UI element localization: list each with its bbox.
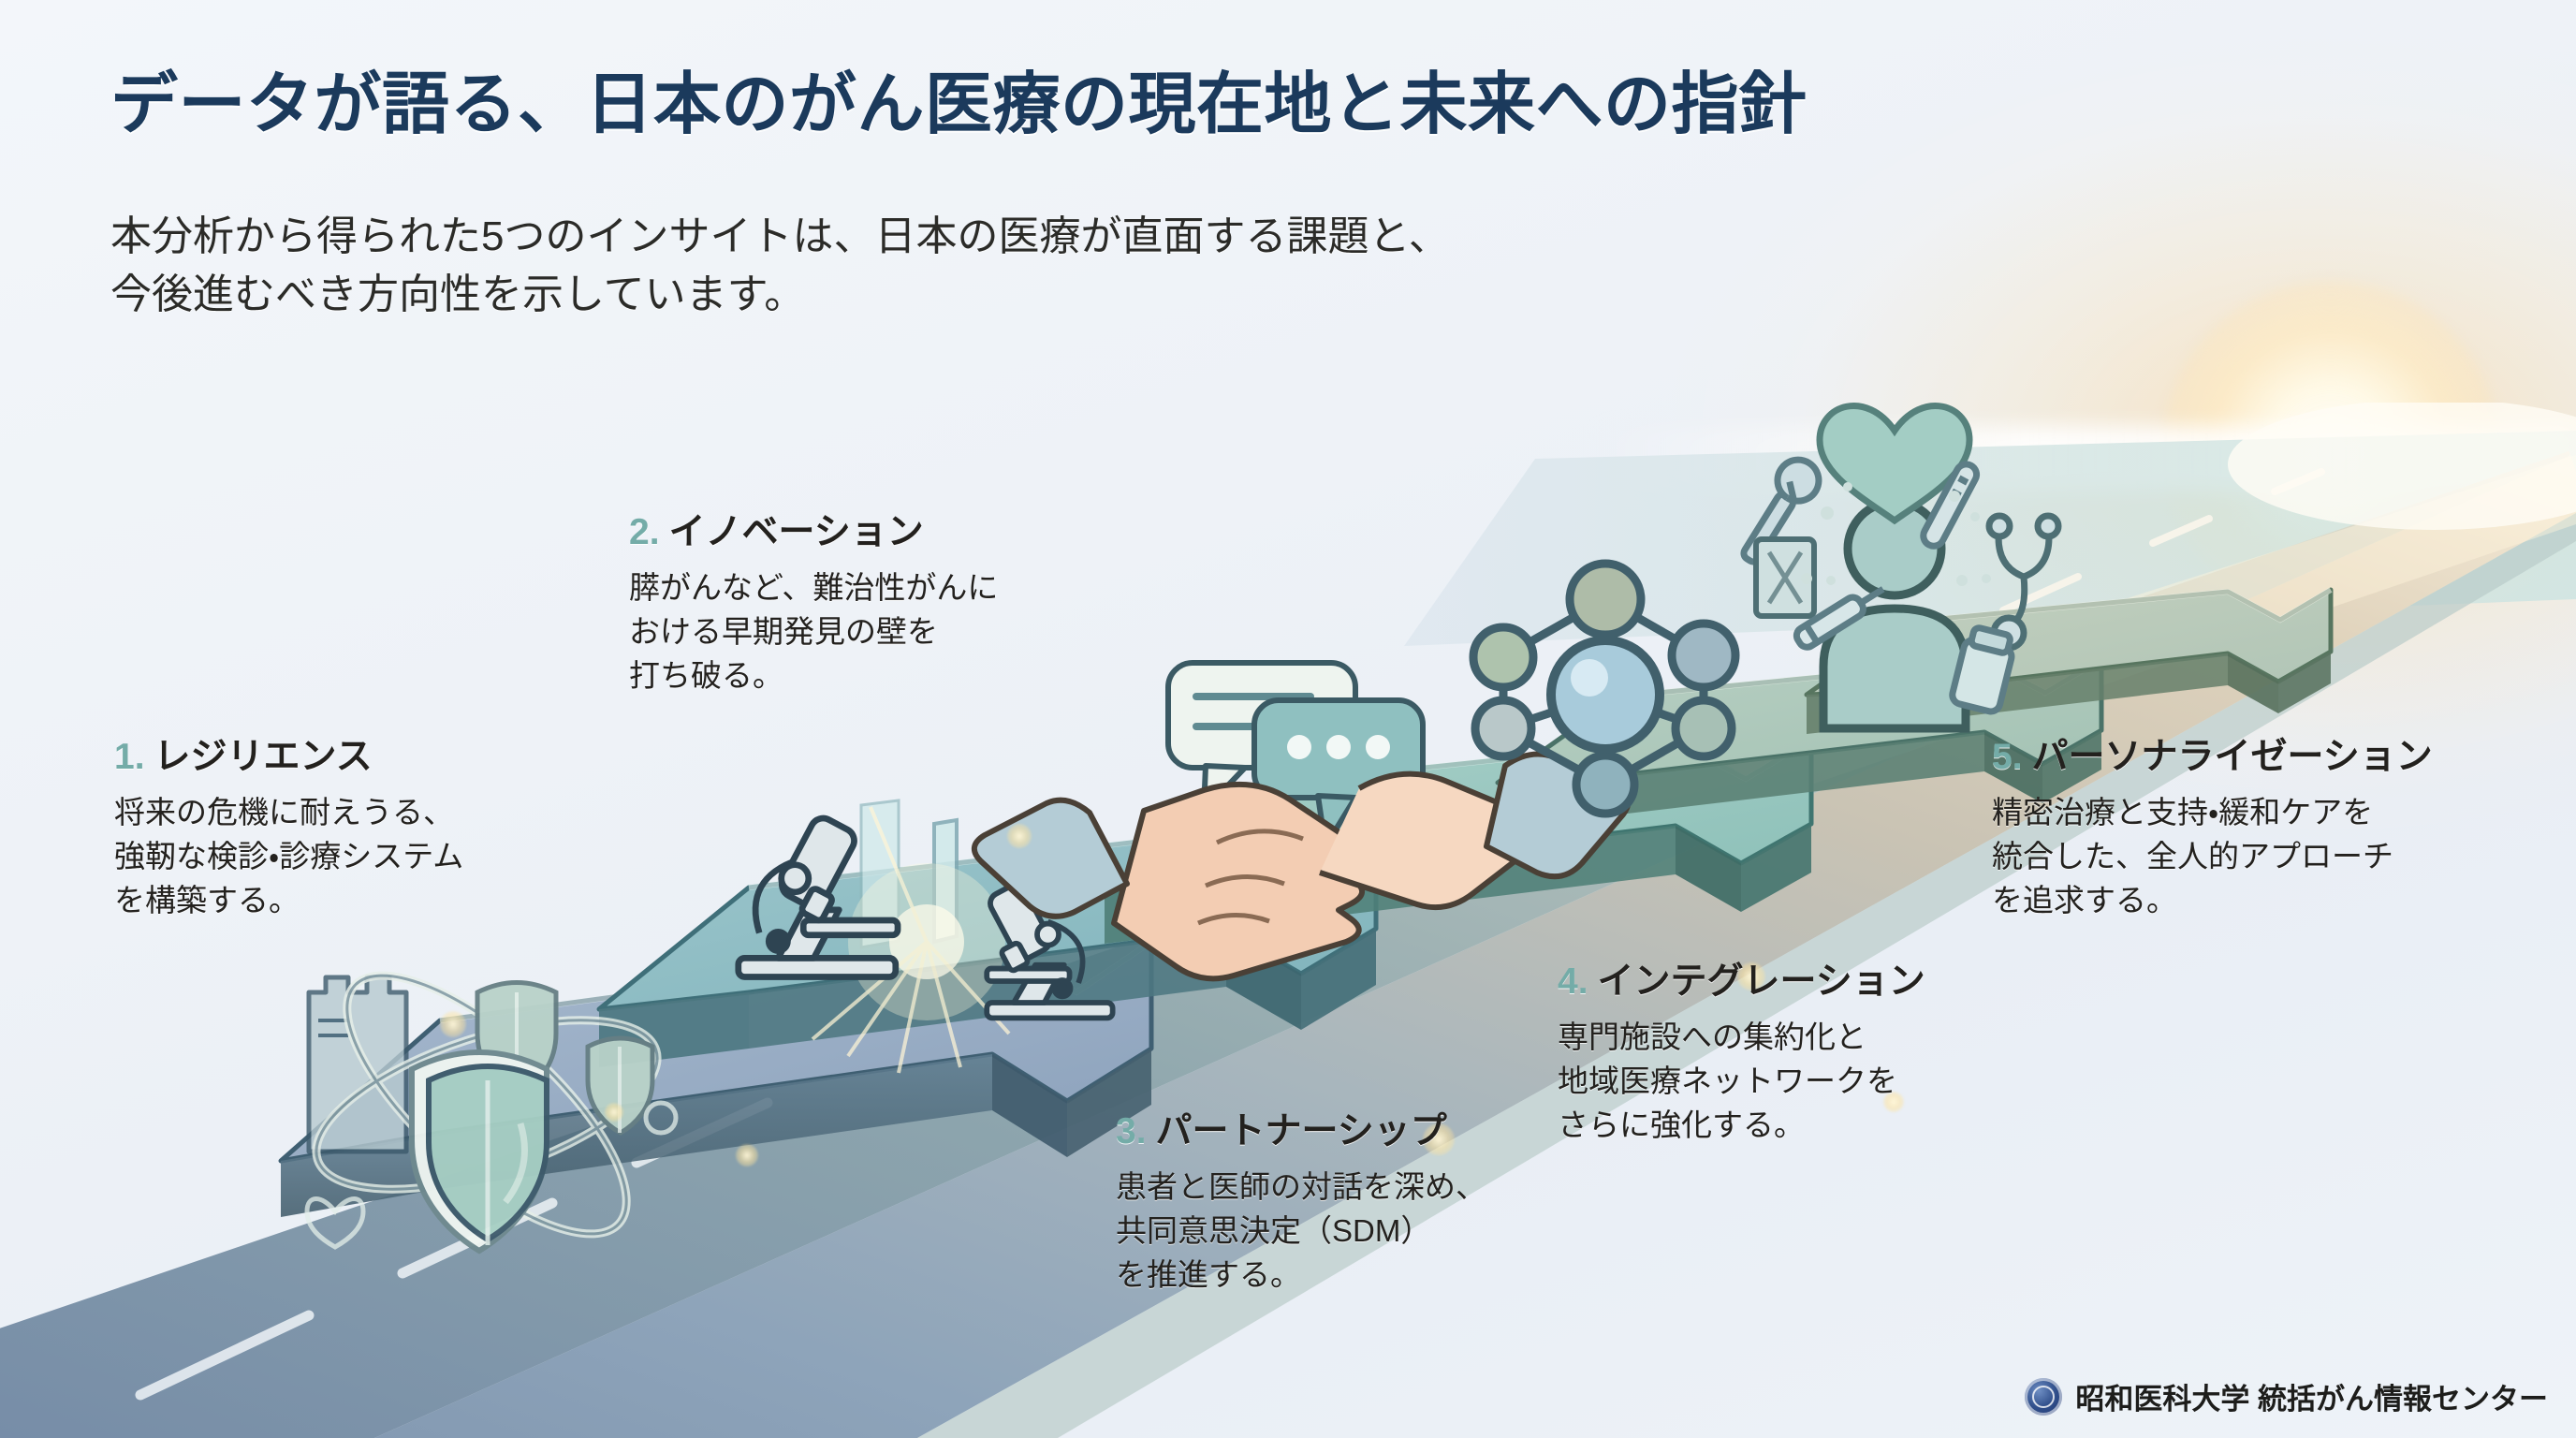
step-3-body-line-1: 患者と医師の対話を深め、 — [1116, 1168, 1486, 1204]
step-1-body-line-2: 強靭な検診・診療システム — [114, 838, 464, 873]
step-4-body: 専門施設への集約化と 地域医療ネットワークを さらに強化する。 — [1558, 1016, 1925, 1148]
patient-care-icon — [1740, 403, 2062, 733]
step-1-title: 1.レジリエンス — [114, 737, 463, 778]
step-2-body-line-3: 打ち破る。 — [629, 657, 783, 693]
step-4-number: 4. — [1558, 961, 1588, 1002]
step-3-title-text: パートナーシップ — [1155, 1111, 1447, 1152]
step-2-body-line-1: 膵がんなど、難治性がんに — [629, 569, 999, 605]
step-5-body-line-3: を追求する。 — [1992, 882, 2177, 917]
step-2-number: 2. — [629, 512, 660, 552]
page-subtitle: 本分析から得られた5つのインサイトは、日本の医療が直面する課題と、 今後進むべき… — [110, 208, 1889, 325]
step-1-body-line-1: 将来の危機に耐えうる、 — [114, 794, 454, 829]
spark — [605, 1103, 623, 1122]
step-3-number: 3. — [1116, 1111, 1147, 1152]
step-1-body-line-3: を構築する。 — [114, 882, 300, 917]
step-1-body: 将来の危機に耐えうる、 強靭な検診・診療システム を構築する。 — [114, 791, 463, 923]
spark — [440, 1011, 466, 1037]
step-2-title: 2.イノベーション — [629, 512, 998, 553]
step-2-caption: 2.イノベーション 膵がんなど、難治性がんに おける早期発見の壁を 打ち破る。 — [629, 512, 998, 698]
step-3-body: 患者と医師の対話を深め、 共同意思決定（SDM） を推進する。 — [1116, 1166, 1486, 1298]
step-5-title: 5.パーソナライゼーション — [1992, 737, 2433, 778]
step-1-number: 1. — [114, 737, 145, 777]
step-4-body-line-3: さらに強化する。 — [1558, 1107, 1805, 1142]
step-2-body-line-2: おける早期発見の壁を — [629, 613, 938, 649]
step-2-body: 膵がんなど、難治性がんに おける早期発見の壁を 打ち破る。 — [629, 566, 998, 698]
shield-atom-icon — [304, 971, 679, 1255]
step-1-caption: 1.レジリエンス 将来の危機に耐えうる、 強靭な検診・診療システム を構築する。 — [114, 737, 463, 923]
step-4-title: 4.インテグレーション — [1558, 961, 1925, 1003]
step-4-title-text: インテグレーション — [1597, 961, 1925, 1002]
step-3-title: 3.パートナーシップ — [1116, 1111, 1486, 1152]
step-5-number: 5. — [1992, 737, 2023, 777]
footer-credit: 昭和医科大学 統括がん情報センター — [2025, 1375, 2548, 1417]
network-icon — [1469, 559, 1740, 818]
step-5-body: 精密治療と支持・緩和ケアを 統合した、全人的アプローチ を追求する。 — [1992, 791, 2433, 923]
step-2-title-text: イノベーション — [668, 512, 924, 552]
step-5-body-line-1: 精密治療と支持・緩和ケアを — [1992, 794, 2374, 829]
step-3-caption: 3.パートナーシップ 患者と医師の対話を深め、 共同意思決定（SDM） を推進す… — [1116, 1111, 1486, 1298]
page-title: データが語る、日本のがん医療の現在地と未来への指針 — [110, 67, 1808, 142]
spark — [1737, 962, 1765, 990]
step-4-body-line-2: 地域医療ネットワークを — [1558, 1063, 1897, 1098]
spark — [1007, 824, 1032, 848]
spark — [736, 1144, 758, 1167]
step-5-caption: 5.パーソナライゼーション 精密治療と支持・緩和ケアを 統合した、全人的アプロー… — [1992, 737, 2433, 923]
step-3-body-line-2: 共同意思決定（SDM） — [1116, 1212, 1432, 1248]
spark — [1423, 1123, 1455, 1155]
step-4-body-line-1: 専門施設への集約化と — [1558, 1019, 1866, 1054]
subtitle-line-2: 今後進むべき方向性を示しています。 — [110, 271, 806, 318]
step-5-body-line-2: 統合した、全人的アプローチ — [1992, 838, 2393, 873]
spark — [1883, 1092, 1904, 1112]
step-1-title-text: レジリエンス — [154, 737, 373, 777]
step-3-body-line-3: を推進する。 — [1116, 1256, 1301, 1292]
microscope-icon — [735, 799, 1116, 1074]
step-5-title-text: パーソナライゼーション — [2031, 737, 2433, 777]
university-seal-icon — [2025, 1377, 2063, 1416]
step-4-caption: 4.インテグレーション 専門施設への集約化と 地域医療ネットワークを さらに強化… — [1558, 961, 1925, 1148]
organization-name: 昭和医科大学 統括がん情報センター — [2075, 1383, 2548, 1416]
subtitle-line-1: 本分析から得られた5つのインサイトは、日本の医療が直面する課題と、 — [110, 213, 1450, 259]
